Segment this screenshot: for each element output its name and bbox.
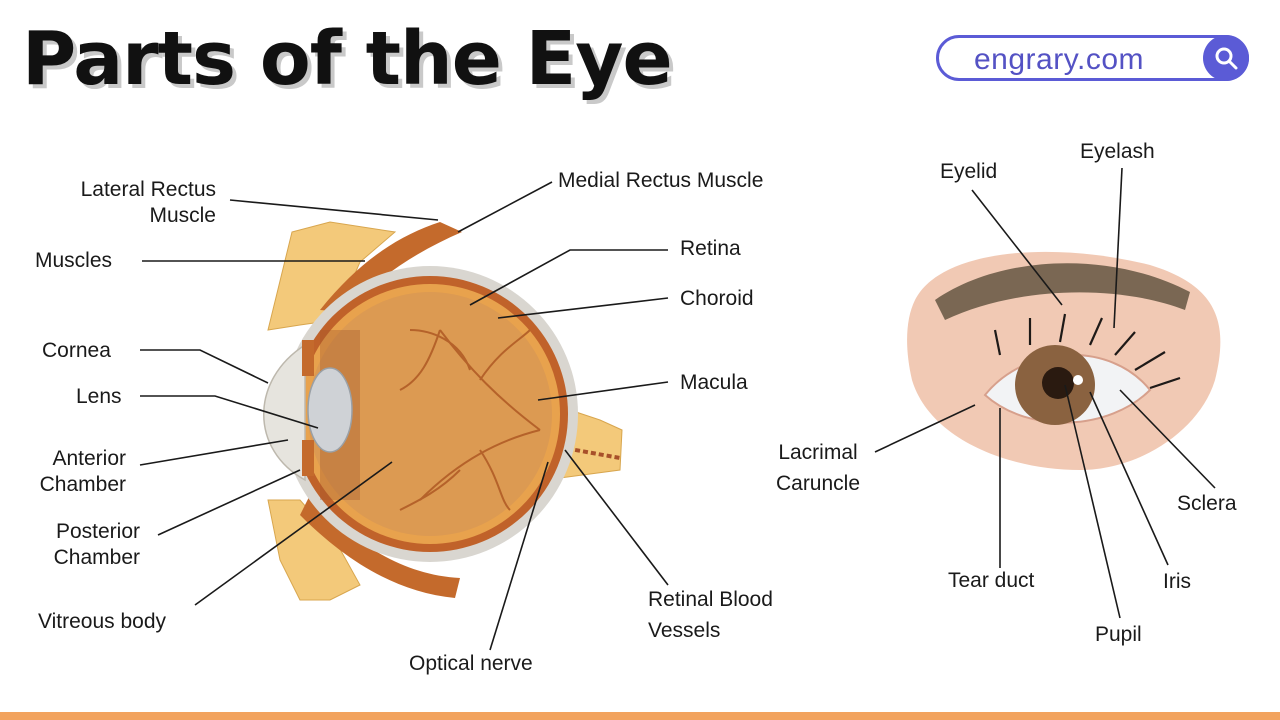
label-medial-rectus: Medial Rectus Muscle bbox=[558, 169, 764, 192]
label-posterior-chamber: Posterior Chamber bbox=[20, 519, 140, 571]
label-eyelid: Eyelid bbox=[940, 160, 998, 183]
label-cornea: Cornea bbox=[42, 339, 111, 362]
label-line: Chamber bbox=[53, 546, 140, 569]
search-icon bbox=[1215, 47, 1238, 70]
label-line: Muscle bbox=[149, 204, 216, 227]
site-search-bar[interactable]: engrary.com bbox=[936, 35, 1249, 81]
label-line: Posterior bbox=[55, 520, 140, 543]
label-line: Caruncle bbox=[775, 472, 861, 495]
label-line: Anterior bbox=[52, 447, 126, 470]
eye-external bbox=[907, 251, 1221, 470]
label-lacrimal-caruncle: Lacrimal Caruncle bbox=[756, 437, 880, 499]
label-line: Vessels bbox=[648, 619, 721, 642]
label-eyelash: Eyelash bbox=[1080, 140, 1155, 163]
label-lens: Lens bbox=[76, 385, 122, 408]
label-macula: Macula bbox=[680, 371, 748, 394]
label-choroid: Choroid bbox=[680, 287, 754, 310]
label-vitreous-body: Vitreous body bbox=[38, 610, 167, 633]
label-pupil: Pupil bbox=[1095, 623, 1142, 646]
label-line: Retinal Blood bbox=[648, 588, 773, 611]
label-retinal-blood-vessels: Retinal Blood Vessels bbox=[648, 584, 773, 646]
label-iris: Iris bbox=[1163, 570, 1191, 593]
search-button[interactable] bbox=[1203, 35, 1249, 81]
label-line: Lateral Rectus bbox=[80, 178, 216, 201]
label-optical-nerve: Optical nerve bbox=[409, 652, 533, 675]
label-line: Chamber bbox=[39, 473, 126, 496]
bottom-accent-bar bbox=[0, 712, 1280, 720]
label-retina: Retina bbox=[680, 237, 741, 260]
label-muscles: Muscles bbox=[35, 249, 113, 272]
cross-section-leader-lines bbox=[139, 181, 669, 651]
label-anterior-chamber: Anterior Chamber bbox=[10, 446, 126, 498]
eye-cross-section bbox=[263, 221, 623, 601]
external-eye-leader-lines bbox=[874, 167, 1216, 619]
site-url: engrary.com bbox=[974, 43, 1145, 76]
label-tear-duct: Tear duct bbox=[948, 569, 1035, 592]
label-sclera: Sclera bbox=[1177, 492, 1237, 515]
label-lateral-rectus: Lateral Rectus Muscle bbox=[40, 177, 216, 229]
page-title: Parts of the Eye bbox=[22, 16, 673, 102]
label-line: Lacrimal bbox=[778, 441, 858, 464]
